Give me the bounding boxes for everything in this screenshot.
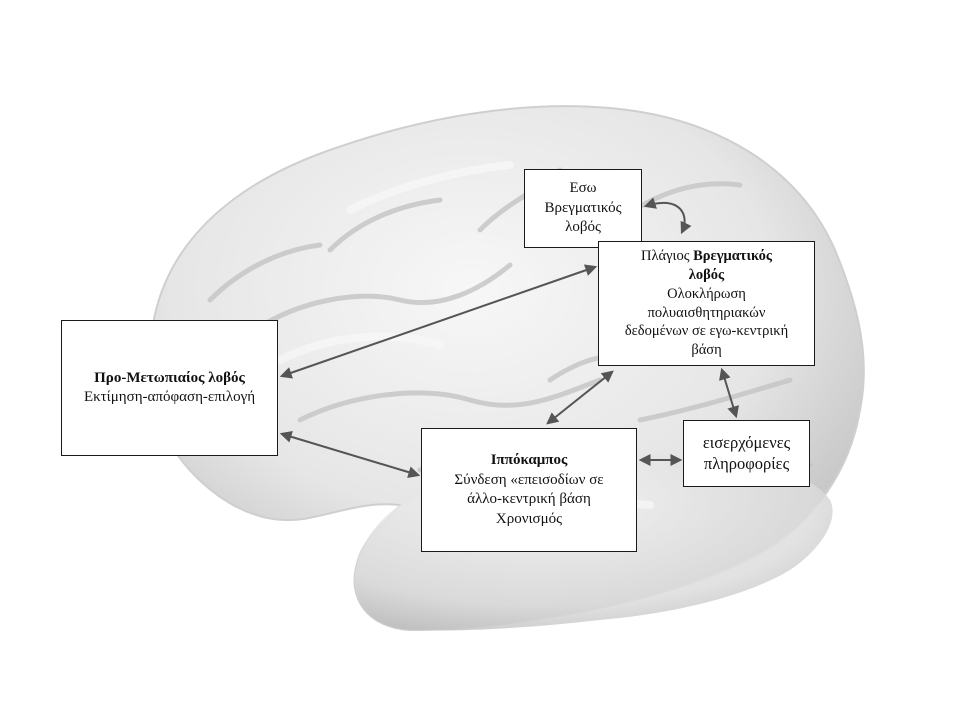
inner-parietal-line-1: Εσω (569, 180, 597, 197)
connection-arrows (279, 197, 739, 478)
lateral-parietal-line-4: πολυαισθητηριακών (647, 304, 766, 321)
lateral-parietal-box: Πλάγιος Βρεγματικός λοβός Ολοκλήρωση πολ… (598, 241, 815, 366)
arrow-inner-lateral (643, 197, 692, 235)
hippocampus-line-2: Σύνδεση «επεισοδίων σε (454, 471, 604, 488)
hippocampus-box: Ιππόκαμπος Σύνδεση «επεισοδίων σε άλλο-κ… (421, 428, 637, 552)
lateral-parietal-title-bold: Βρεγματικός (693, 247, 772, 264)
hippocampus-title: Ιππόκαμπος (490, 452, 568, 468)
inner-parietal-line-3: λοβός (565, 219, 601, 236)
incoming-line-1: εισερχόμενες (702, 432, 791, 452)
lateral-parietal-line-5: δεδομένων σε εγω-κεντρική (624, 323, 789, 340)
arrow-prefrontal-lateral (279, 264, 598, 379)
lateral-parietal-line-3: Ολοκλήρωση (667, 285, 746, 302)
hippocampus-line-3: άλλο-κεντρική βάση (467, 491, 591, 507)
prefrontal-box: Προ-Μετωπιαίος λοβός Εκτίμηση-απόφαση-επ… (61, 320, 278, 456)
lateral-parietal-line-2: λοβός (688, 266, 725, 283)
lateral-parietal-line-6: βάση (691, 342, 722, 359)
incoming-line-2: πληροφορίες (703, 453, 790, 473)
arrow-prefrontal-hippocampus (279, 431, 421, 478)
lateral-parietal-prefix: Πλάγιος (641, 247, 694, 264)
arrow-hippocampus-lateral (546, 370, 614, 425)
inner-parietal-line-2: Βρεγματικός (544, 199, 622, 216)
inner-parietal-box: Εσω Βρεγματικός λοβός (524, 169, 642, 248)
prefrontal-line-2: Εκτίμηση-απόφαση-επιλογή (83, 389, 256, 405)
hippocampus-line-4: Χρονισμός (495, 510, 563, 527)
prefrontal-title: Προ-Μετωπιαίος λοβός (94, 369, 245, 386)
arrow-lateral-incoming (719, 367, 739, 419)
incoming-info-box: εισερχόμενες πληροφορίες (683, 420, 810, 487)
lateral-parietal-line-1: Πλάγιος Βρεγματικός (641, 247, 772, 266)
